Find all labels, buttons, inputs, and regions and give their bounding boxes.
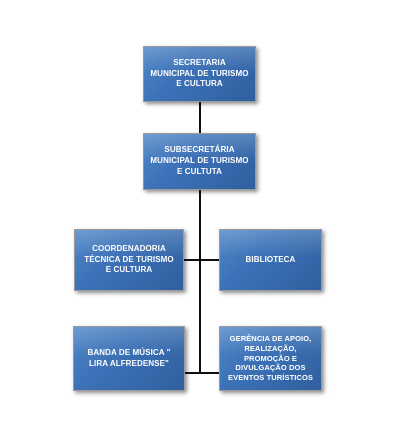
connector-to-biblioteca bbox=[199, 259, 220, 261]
node-subsecretaria-label: SUBSECRETÁRIA MUNICIPAL DE TURISMO E CUL… bbox=[150, 145, 249, 176]
connector-to-gerencia bbox=[199, 372, 220, 374]
node-secretaria: SECRETARIA MUNICIPAL DE TURISMO E CULTUR… bbox=[143, 46, 256, 102]
node-coordenadoria: COORDENADORIA TÉCNICA DE TURISMO E CULTU… bbox=[74, 229, 184, 291]
node-secretaria-label: SECRETARIA MUNICIPAL DE TURISMO E CULTUR… bbox=[150, 57, 249, 89]
node-coordenadoria-label: COORDENADORIA TÉCNICA DE TURISMO E CULTU… bbox=[84, 243, 174, 275]
node-gerencia: GERÊNCIA DE APOIO, REALIZAÇÃO, PROMOÇÃO … bbox=[219, 326, 322, 391]
node-banda-label: BANDA DE MÚSICA " LIRA ALFREDENSE" bbox=[87, 347, 171, 368]
connector-trunk bbox=[199, 190, 201, 373]
node-biblioteca-label: BIBLIOTECA bbox=[245, 254, 296, 264]
connector-to-coordenadoria bbox=[183, 259, 201, 261]
connector-secretaria-subsecretaria bbox=[199, 101, 201, 133]
connector-to-banda bbox=[183, 372, 201, 374]
node-gerencia-label: GERÊNCIA DE APOIO, REALIZAÇÃO, PROMOÇÃO … bbox=[227, 334, 313, 383]
node-biblioteca: BIBLIOTECA bbox=[219, 229, 322, 291]
node-banda: BANDA DE MÚSICA " LIRA ALFREDENSE" bbox=[73, 326, 185, 391]
node-subsecretaria: SUBSECRETÁRIA MUNICIPAL DE TURISMO E CUL… bbox=[143, 133, 256, 190]
